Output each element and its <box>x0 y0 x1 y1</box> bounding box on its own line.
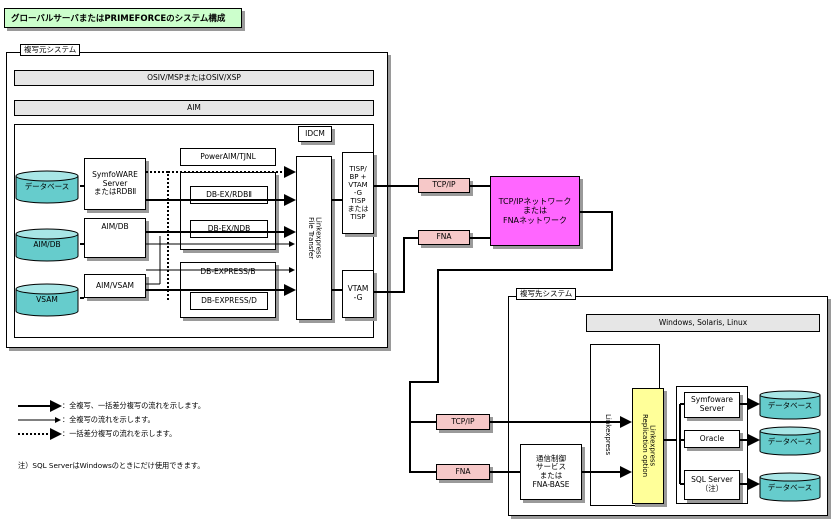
network-box: TCP/IPネットワーク または FNAネットワーク <box>490 176 580 246</box>
tcpip-box-source: TCP/IP <box>418 178 470 193</box>
replication-option-box <box>632 388 664 504</box>
powerAIM-box: PowerAIM/TJNL <box>180 148 276 166</box>
target-system-label: 複写先システム <box>516 288 577 300</box>
fna-box-target: FNA <box>436 464 490 480</box>
diagram-title: グローバルサーバまたはPRIMEFORCEのシステム構成 <box>4 8 242 28</box>
source-db-label-2: AIM/DB <box>33 239 61 249</box>
linkexpress-ft-label: Linkexpress File Transfer <box>307 216 323 260</box>
source-db-label-3: VSAM <box>36 294 58 304</box>
aim-vsam-box: AIM/VSAM <box>84 274 146 298</box>
target-db-label-2: データベース <box>767 436 813 446</box>
source-system-label: 複写元システム <box>20 44 81 56</box>
comm-control-box: 通信制御 サービス または FNA-BASE <box>520 444 582 500</box>
aim-bar: AIM <box>14 100 374 116</box>
db-ex-group <box>180 172 276 250</box>
oracle-box: Oracle <box>684 430 740 448</box>
source-db-cylinder-2 <box>15 228 79 262</box>
legend-item-full: ：全複写の流れを示します。 <box>62 415 155 424</box>
target-db-cylinder-3 <box>759 472 821 502</box>
sql-server-box: SQL Server （注） <box>684 470 740 500</box>
tisp-box: TISP/ BP + VTAM -G TISP または TISP <box>342 152 374 234</box>
tcpip-box-target: TCP/IP <box>436 414 490 430</box>
target-db-label-3: データベース <box>767 482 813 492</box>
fna-box-source: FNA <box>418 230 470 245</box>
target-db-cylinder-1 <box>759 390 821 420</box>
target-db-cylinder-2 <box>759 426 821 456</box>
legend-item-full-and-diff: ：全複写、一括差分複写の流れを示します。 <box>62 401 206 410</box>
linkexpress-label: Linkexpress <box>603 414 612 456</box>
db-ex-ndb-box: DB-EX/NDB <box>190 220 268 238</box>
db-express-d-box: DB-EXPRESS/D <box>190 292 268 310</box>
symfoware-server-box: Symfoware Server <box>684 392 740 418</box>
source-db-label-1: データベース <box>24 181 70 191</box>
legend-note: 注）SQL ServerはWindowsのときにだけ使用できます。 <box>18 461 205 470</box>
source-db-cylinder-3 <box>15 283 79 317</box>
db-express-b-label: DB-EXPRESS/B <box>200 266 256 276</box>
db-ex-rdb-box: DB-EX/RDBⅡ <box>190 186 268 204</box>
os-bar: OSIV/MSPまたはOSIV/XSP <box>14 70 374 86</box>
vtam-box: VTAM -G <box>342 270 374 318</box>
aim-db-box: AIM/DB <box>84 218 146 258</box>
symfoware-rdb-box: SymfoWARE Server またはRDBⅡ <box>84 158 146 210</box>
linkexpress-ft-box <box>296 156 332 320</box>
idcm-box: IDCM <box>298 126 332 142</box>
target-db-label-1: データベース <box>767 400 813 410</box>
source-db-cylinder-1 <box>15 170 79 204</box>
legend-item-diff: ：一括差分複写の流れを示します。 <box>62 429 177 438</box>
target-os-bar: Windows, Solaris, Linux <box>586 314 820 332</box>
replication-option-label: Linkexpress Replication option <box>641 414 657 478</box>
